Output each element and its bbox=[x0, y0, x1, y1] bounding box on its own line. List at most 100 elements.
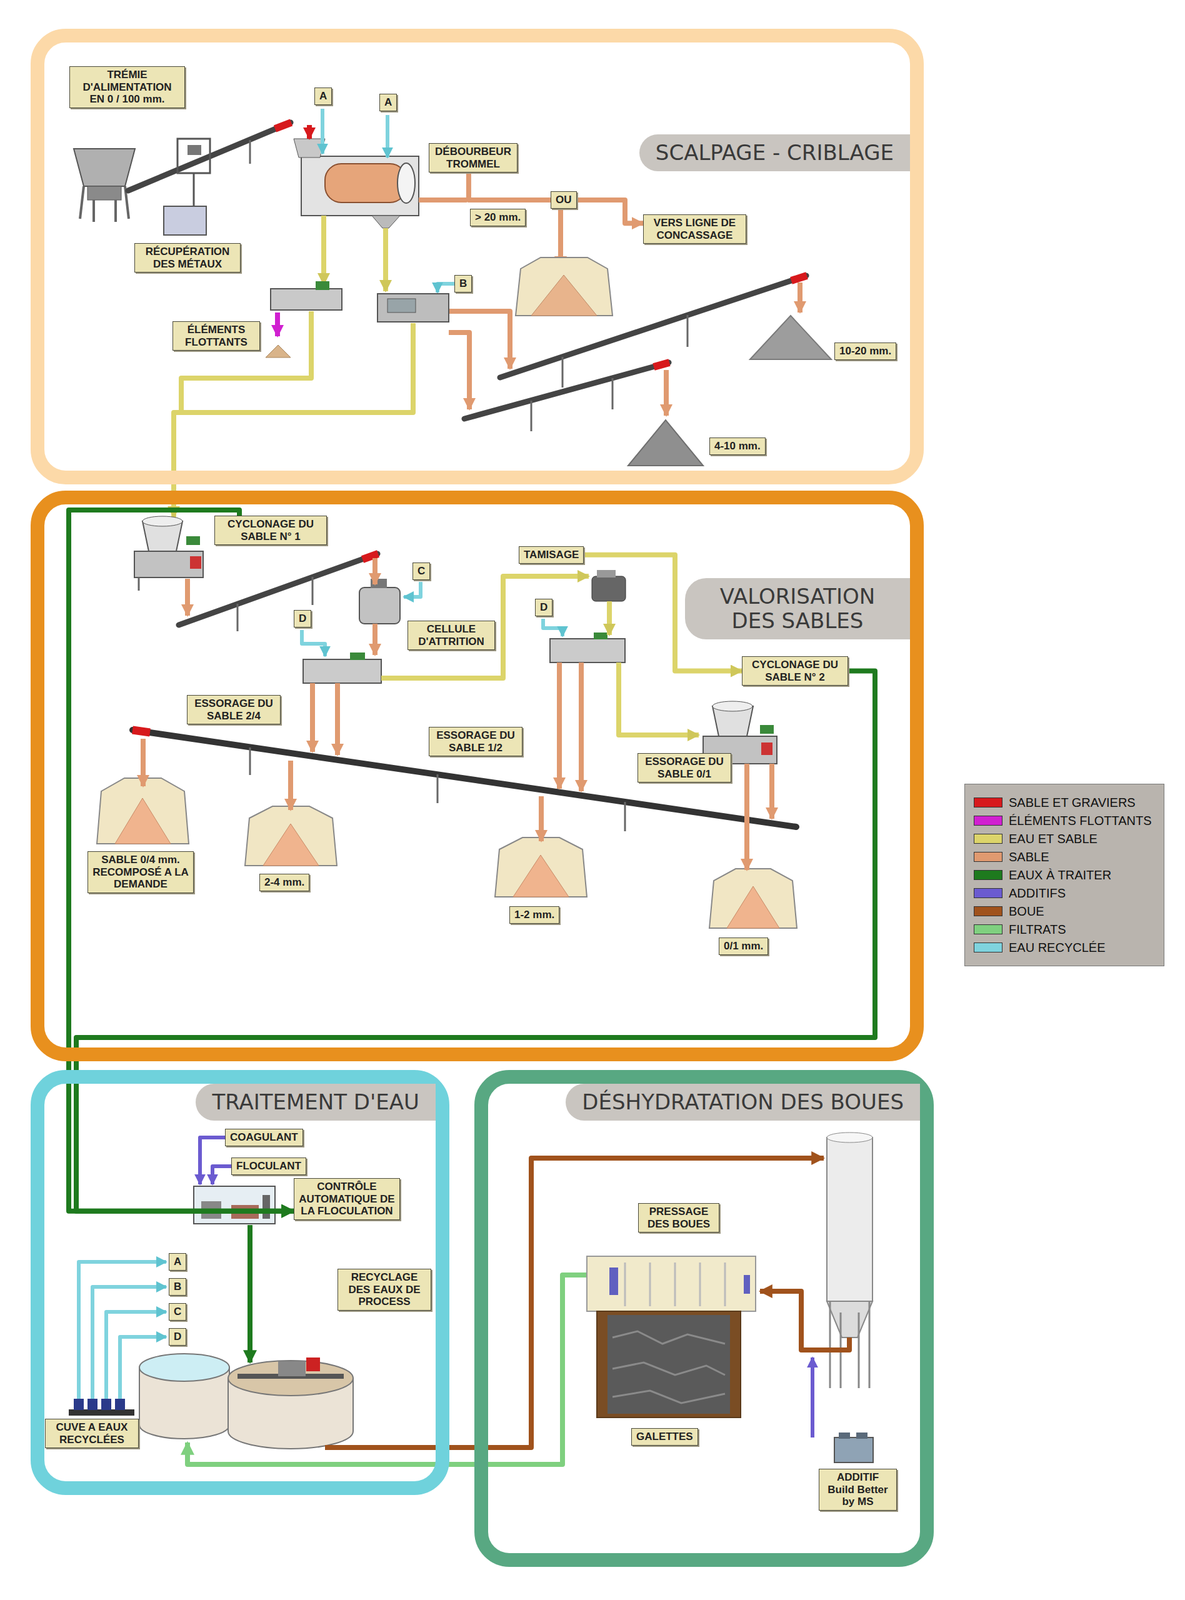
legend-panel: SABLE ET GRAVIERSÉLÉMENTS FLOTTANTSEAU E… bbox=[964, 783, 1165, 967]
filter-press bbox=[586, 1256, 756, 1312]
label-box: 4-10 mm. bbox=[709, 437, 766, 455]
label-box: ESSORAGE DU SABLE 2/4 bbox=[186, 695, 281, 725]
process-pipes bbox=[744, 763, 750, 870]
legend-text: SABLE bbox=[1008, 849, 1049, 865]
label-text: D bbox=[173, 1330, 182, 1344]
process-pipes bbox=[663, 370, 669, 416]
legend-swatch bbox=[973, 833, 1003, 844]
label-text: TRÉMIE D'ALIMENTATION EN 0 / 100 mm. bbox=[74, 68, 180, 106]
label-box: RÉCUPÉRATION DES MÉTAUX bbox=[134, 243, 241, 273]
stockpile-bin bbox=[515, 257, 613, 316]
legend-row: FILTRATS bbox=[973, 921, 1155, 937]
hydrocyclone bbox=[134, 551, 204, 578]
belt-conveyor bbox=[611, 378, 614, 410]
dewatering-screen bbox=[315, 281, 330, 290]
label-box: A bbox=[168, 1253, 187, 1271]
legend-swatch bbox=[973, 942, 1003, 953]
attrition-cell bbox=[359, 587, 400, 624]
legend-row: SABLE bbox=[973, 849, 1155, 865]
belt-conveyor bbox=[128, 122, 291, 191]
label-text: 2-4 mm. bbox=[264, 876, 305, 889]
label-text: ÉLÉMENTS FLOTTANTS bbox=[177, 323, 255, 349]
legend-text: ADDITIFS bbox=[1008, 885, 1066, 901]
process-pipes bbox=[78, 1261, 167, 1399]
label-text: GALETTES bbox=[636, 1430, 694, 1444]
filter-press bbox=[724, 1262, 727, 1307]
sludge-silo bbox=[858, 1312, 860, 1389]
label-box: DÉBOURBEUR TROMMEL bbox=[428, 143, 518, 173]
region-title: TRAITEMENT D'EAU bbox=[195, 1083, 436, 1121]
process-pipes bbox=[143, 558, 772, 870]
process-pipes bbox=[372, 623, 378, 655]
hydrocyclone bbox=[761, 742, 773, 755]
cake-pit bbox=[596, 1311, 741, 1418]
dewatering-screen bbox=[303, 659, 382, 684]
shuttle-conveyor bbox=[132, 730, 797, 832]
sand-bin bbox=[709, 868, 797, 929]
shuttle-conveyor bbox=[132, 730, 797, 827]
pump-set bbox=[68, 1409, 135, 1416]
sludge-silo bbox=[868, 1301, 871, 1389]
dewatering-screen bbox=[377, 293, 449, 322]
filter-press bbox=[699, 1262, 702, 1307]
flocculation-controller bbox=[193, 1186, 275, 1224]
flocculation-controller bbox=[262, 1195, 270, 1219]
hydrocyclone bbox=[712, 701, 753, 712]
label-box: B bbox=[454, 275, 472, 293]
belt-conveyor bbox=[561, 356, 564, 388]
cake-pit bbox=[607, 1315, 730, 1414]
process-pipes bbox=[760, 1291, 850, 1438]
magnetic-separator bbox=[187, 145, 202, 155]
dewatering-screen bbox=[270, 288, 342, 310]
legend-swatch bbox=[973, 851, 1003, 862]
additive-unit bbox=[838, 1432, 850, 1439]
legend-swatch bbox=[973, 815, 1003, 826]
legend-row: EAU ET SABLE bbox=[973, 831, 1155, 847]
process-pipes bbox=[212, 1166, 232, 1185]
legend-row: EAUX À TRAITER bbox=[973, 867, 1155, 883]
label-text: A bbox=[173, 1255, 182, 1269]
vibrating-sieve bbox=[591, 576, 626, 602]
label-box: D bbox=[293, 610, 312, 628]
belt-conveyor bbox=[530, 400, 533, 432]
belt-conveyor bbox=[653, 362, 670, 367]
label-box: GALETTES bbox=[631, 1428, 699, 1446]
process-pipes bbox=[810, 1357, 815, 1438]
process-pipes bbox=[372, 558, 378, 585]
process-pipes bbox=[437, 283, 455, 293]
label-box: ESSORAGE DU SABLE 1/2 bbox=[428, 726, 523, 757]
sand-bin bbox=[513, 855, 569, 897]
region-title: VALORISATION DES SABLES bbox=[685, 578, 910, 640]
sand-bin bbox=[96, 778, 189, 844]
trommel-scrubber bbox=[301, 156, 419, 216]
sand-bin bbox=[245, 806, 337, 866]
water-tanks bbox=[278, 1361, 306, 1377]
label-box: COAGULANT bbox=[225, 1128, 304, 1147]
label-text: COAGULANT bbox=[230, 1131, 299, 1144]
water-tanks bbox=[139, 1353, 354, 1449]
belt-conveyor bbox=[311, 576, 314, 605]
vibrating-sieve bbox=[596, 570, 616, 578]
label-box: CYCLONAGE DU SABLE N° 1 bbox=[214, 515, 327, 545]
trommel-scrubber bbox=[371, 215, 400, 229]
gravel-pile bbox=[750, 315, 832, 360]
process-pipes bbox=[418, 197, 467, 203]
label-box: PRESSAGE DES BOUES bbox=[638, 1203, 720, 1233]
process-pipes bbox=[78, 1137, 824, 1465]
label-text: B bbox=[459, 277, 467, 290]
legend-text: EAU RECYCLÉE bbox=[1008, 940, 1106, 955]
flow-connector bbox=[468, 172, 644, 224]
dewatering-screen bbox=[593, 632, 608, 640]
pump-set bbox=[68, 1398, 135, 1416]
pump-set bbox=[115, 1398, 125, 1410]
legend-text: ÉLÉMENTS FLOTTANTS bbox=[1008, 813, 1152, 829]
process-pipes bbox=[275, 312, 280, 337]
legend-swatch bbox=[973, 888, 1003, 899]
legend-text: EAU ET SABLE bbox=[1008, 831, 1098, 847]
hydrocyclone bbox=[142, 516, 183, 527]
label-box: SABLE 0/4 mm. RECOMPOSÉ A LA DEMANDE bbox=[87, 851, 194, 894]
feed-hopper bbox=[73, 148, 135, 222]
label-text: 0/1 mm. bbox=[723, 940, 764, 953]
vibrating-sieve bbox=[591, 570, 626, 602]
stockpile-bin bbox=[531, 275, 597, 316]
